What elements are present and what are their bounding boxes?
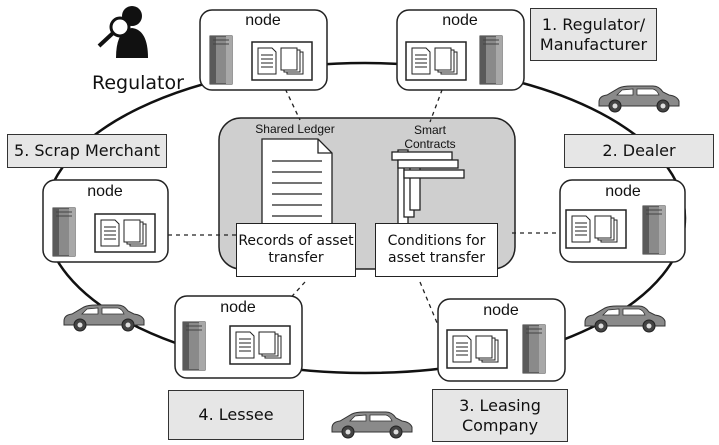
role-leasing-company: 3. Leasing Company [432, 389, 568, 442]
node-title: node [605, 183, 641, 200]
node-title: node [483, 302, 519, 319]
node-title: node [245, 12, 281, 29]
role-scrap-merchant: 5. Scrap Merchant [7, 134, 167, 168]
conditions-text: Conditions for asset transfer [387, 233, 486, 266]
conditions-box: Conditions for asset transfer [375, 223, 498, 277]
ledger-title: Shared Ledger [255, 122, 335, 136]
car-icon [598, 85, 680, 113]
role-dealer: 2. Dealer [564, 134, 714, 168]
dashed-links [168, 81, 560, 331]
node-title: node [87, 183, 123, 200]
contracts-stack-icon [391, 149, 465, 225]
role-regulator-manufacturer: 1. Regulator/ Manufacturer [530, 8, 657, 61]
node-title: node [442, 12, 478, 29]
node-title: node [220, 299, 256, 316]
records-box: Records of asset transfer [236, 223, 356, 277]
records-text: Records of asset transfer [238, 233, 354, 266]
car-icon [63, 304, 145, 332]
regulator-magnifier-icon [97, 6, 148, 58]
role-lessee: 4. Lessee [168, 390, 304, 440]
contracts-title: Smart Contracts [404, 123, 456, 151]
car-icon [331, 411, 413, 439]
regulator-label: Regulator [92, 72, 184, 94]
car-icon [584, 305, 666, 333]
